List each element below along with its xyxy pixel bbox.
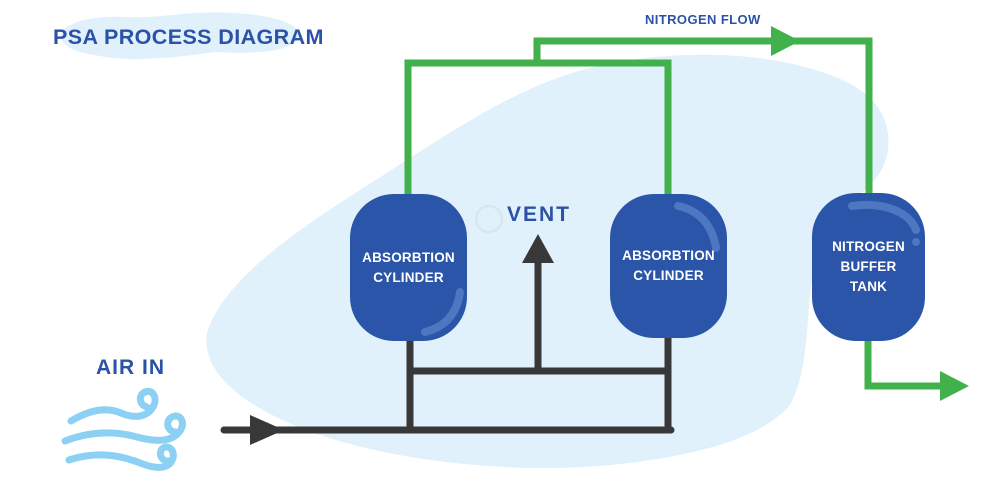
- page-title: PSA PROCESS DIAGRAM: [53, 25, 324, 49]
- absorption-cylinder-2-label: ABSORBTION CYLINDER: [622, 248, 715, 283]
- absorption-cylinder-1-label: ABSORBTION CYLINDER: [362, 249, 455, 285]
- nitrogen-flow-label: NITROGEN FLOW: [645, 12, 761, 27]
- tank-gloss-icon: [848, 200, 920, 246]
- nitrogen-outlet-pipe: [864, 335, 942, 390]
- air-in-label: AIR IN: [96, 356, 165, 379]
- cylinder2-gloss-icon: [674, 202, 720, 252]
- nitrogen-pipe-to-tank: [533, 37, 873, 199]
- nitrogen-buffer-tank-label: NITROGEN BUFFER TANK: [832, 239, 905, 294]
- nitrogen-outlet-arrowhead-icon: [940, 371, 969, 401]
- nitrogen-flow-arrowhead-icon: [771, 26, 800, 56]
- vent-arrowhead-icon: [522, 234, 554, 263]
- absorption-cylinder-1: ABSORBTION CYLINDER: [350, 194, 467, 341]
- vent-label: VENT: [507, 203, 572, 226]
- air-inlet-arrowhead-icon: [250, 415, 284, 445]
- absorption-cylinder-2: ABSORBTION CYLINDER: [610, 194, 727, 338]
- vent-port-circle-icon: [474, 204, 504, 234]
- cylinder1-gloss-icon: [421, 288, 464, 336]
- wind-swirl-icon: [61, 387, 186, 471]
- title-background-blob: [60, 12, 300, 59]
- nitrogen-buffer-tank: NITROGEN BUFFER TANK: [812, 193, 925, 341]
